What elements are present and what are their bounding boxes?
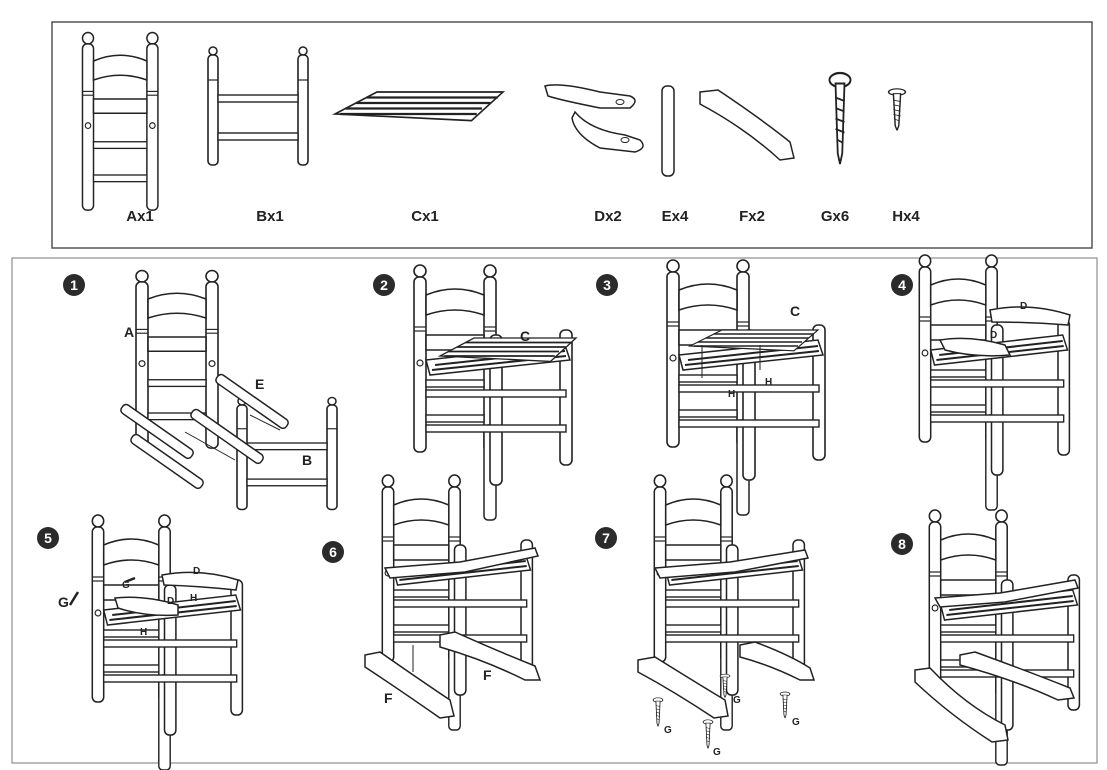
s5-callout-d1: D [193,566,200,577]
step-badge-2: 2 [373,274,395,296]
step-5-illustration [92,515,242,770]
part-g-screw-icon [828,71,852,166]
s3-callout-h1: H [728,389,735,400]
s1-callout-b: B [302,452,312,468]
s7-screw-1-icon [652,697,664,727]
s7-screw-2-icon [702,719,714,749]
part-label-b: Bx1 [256,208,284,225]
s3-callout-c: C [790,303,800,319]
s1-callout-a: A [124,324,134,340]
step-4-illustration [919,255,1069,510]
step-badge-4: 4 [891,274,913,296]
s7-armrests [653,549,810,579]
part-a-illustration [81,31,159,211]
s4-armrest-left [938,337,1012,357]
s5-armrest-left [114,596,179,617]
svg-text:1: 1 [70,277,78,293]
svg-text:7: 7 [602,530,610,546]
s5-callout-h2: H [140,627,147,638]
s8-armrests [933,579,1080,608]
s7-callout-g2: G [713,747,721,758]
part-label-c: Cx1 [411,208,439,225]
part-h-screw-icon [887,88,907,132]
part-label-e: Ex4 [662,208,689,225]
s7-rocker-left [637,656,729,719]
step-badge-1: 1 [63,274,85,296]
s7-rocker-right [739,641,816,681]
svg-text:3: 3 [603,277,611,293]
s8-rocker-left [914,667,1009,743]
svg-text:6: 6 [329,544,337,560]
s7-callout-g1: G [664,725,672,736]
s6-armrests [383,547,540,579]
part-e-illustration [661,85,675,177]
s4-callout-d1: D [1020,301,1027,312]
s6-rocker-left [364,651,455,719]
s7-callout-g3: G [733,695,741,706]
step-2-illustration [414,265,572,520]
step-badge-5: 5 [37,527,59,549]
svg-text:5: 5 [44,530,52,546]
step-badge-6: 6 [322,541,344,563]
step-badge-7: 7 [595,527,617,549]
s7-screw-4-icon [779,691,791,719]
svg-text:8: 8 [898,536,906,552]
part-b-illustration [207,46,309,166]
s5-armrest-top [161,571,239,591]
part-label-h: Hx4 [892,208,920,225]
s5-callout-d2: D [167,596,174,607]
step-3-illustration [667,260,825,515]
s5-callout-g1: G [58,594,69,610]
s8-rocker-right [959,651,1076,701]
step-1-illustration [120,269,338,511]
part-label-d: Dx2 [594,208,622,225]
part-label-a: Ax1 [126,208,154,225]
s4-callout-d2: D [990,330,997,341]
step-badge-8: 8 [891,533,913,555]
s6-callout-f2: F [483,667,492,683]
part-label-f: Fx2 [739,208,765,225]
s5-callout-h1: H [190,593,197,604]
svg-text:4: 4 [898,277,906,293]
s4-armrest-top [989,306,1071,326]
s6-rocker-right [439,631,542,681]
s5-callout-g2: G [122,580,130,591]
parts-box [51,21,1093,249]
part-f-illustration [699,89,795,161]
s1-callout-e: E [255,376,264,392]
s7-callout-g4: G [792,717,800,728]
part-c-illustration [333,90,505,122]
step-badge-3: 3 [596,274,618,296]
steps-box [11,257,1098,764]
s6-callout-f1: F [384,690,393,706]
part-d-illustration [544,84,644,153]
part-label-g: Gx6 [821,208,849,225]
s2-callout-c: C [520,328,530,344]
svg-text:2: 2 [380,277,388,293]
s3-callout-h2: H [765,377,772,388]
